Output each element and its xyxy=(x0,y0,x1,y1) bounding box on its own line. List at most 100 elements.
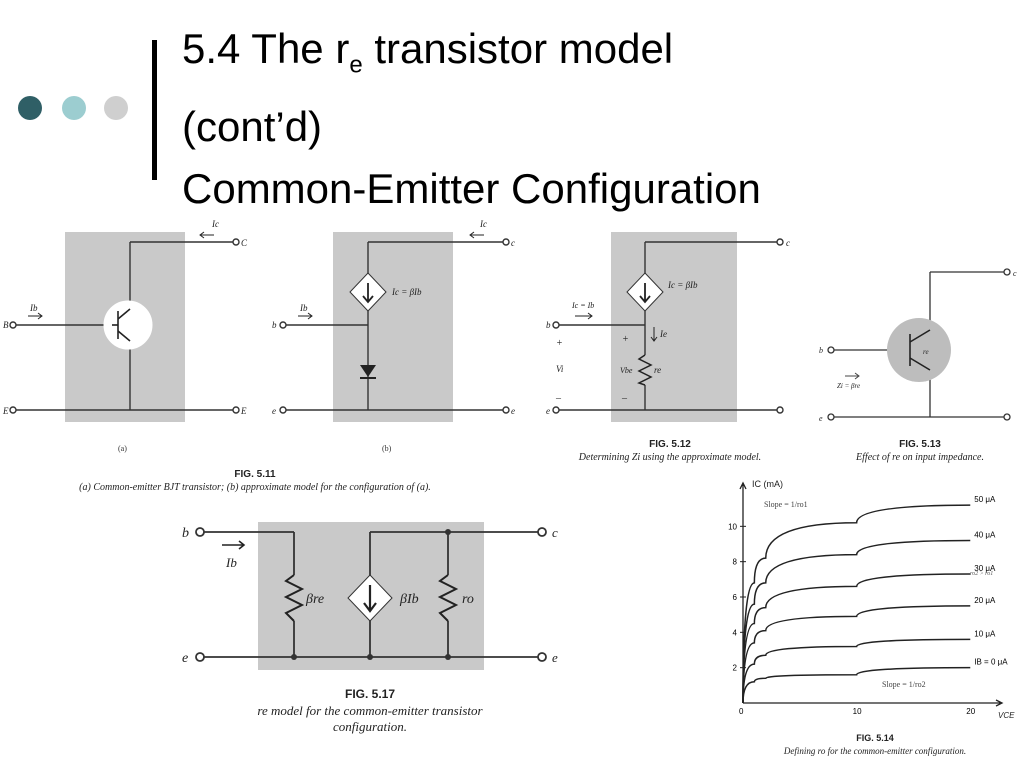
fig-5-12-caption-block: FIG. 5.12 Determining Zi using the appro… xyxy=(550,434,790,463)
series-line xyxy=(742,539,971,704)
fig-5-11-number: FIG. 5.11 xyxy=(234,469,276,480)
fig-5-11-diagram: Ic C Ib B E E Ic c Ic = βIb Ib b e e (a)… xyxy=(2,219,515,453)
fig-5-11b-source-label: Ic = βIb xyxy=(391,287,422,297)
series-label: 30 μA xyxy=(974,564,996,573)
y-tick-label: 4 xyxy=(733,628,738,637)
bullet-dot-1 xyxy=(18,96,42,120)
fig-5-12-ie-ib-label: Ic = Ib xyxy=(571,301,594,310)
fig-5-17-bre-label: βre xyxy=(305,592,324,607)
fig-5-11a-e-label: E xyxy=(2,406,9,416)
fig-5-14-ylabel: IC (mA) xyxy=(752,479,783,489)
title-line-3: Common-Emitter Configuration xyxy=(182,165,761,213)
y-tick-label: 2 xyxy=(733,664,738,673)
series-line xyxy=(742,504,971,704)
fig-5-17-ib-label: Ib xyxy=(225,555,237,570)
fig-5-11a-ic-label: Ic xyxy=(211,219,219,229)
fig-5-11b-e-label: e xyxy=(272,406,276,416)
fig-5-17-ro-label: ro xyxy=(462,592,474,607)
fig-5-11-sub-a: (a) xyxy=(118,444,127,453)
bullet-dot-3 xyxy=(104,96,128,120)
fig-5-14-slope-bottom: Slope = 1/ro2 xyxy=(882,680,926,689)
fig-5-13-caption: Effect of re on input impedance. xyxy=(856,452,984,463)
title-divider xyxy=(152,40,157,180)
fig-5-17-caption-line1: re model for the common-emitter transist… xyxy=(257,703,483,718)
fig-5-13-b-label: b xyxy=(819,346,823,355)
slide-title: 5.4 The re transistor model (cont’d) Com… xyxy=(182,18,761,220)
fig-5-12-plus: + xyxy=(556,338,563,349)
fig-5-17-number: FIG. 5.17 xyxy=(344,687,396,701)
fig-5-11b-e2-label: e xyxy=(511,406,515,416)
fig-5-17-caption-block: FIG. 5.17 re model for the common-emitte… xyxy=(200,685,540,735)
fig-5-12-number: FIG. 5.12 xyxy=(649,439,691,450)
fig-5-13-number: FIG. 5.13 xyxy=(899,439,941,450)
fig-5-17-caption-line2: configuration. xyxy=(332,719,408,734)
fig-5-13-e-label: e xyxy=(819,414,823,423)
series-line xyxy=(742,573,971,704)
fig-5-12-minus-vbe: – xyxy=(621,393,628,404)
fig-5-12-re-label: re xyxy=(654,365,661,375)
fig-5-11b-ib-label: Ib xyxy=(299,303,308,313)
series-label: 40 μA xyxy=(974,530,996,539)
series-label: 10 μA xyxy=(974,629,996,638)
fig-5-12-background xyxy=(611,232,737,422)
fig-5-12-minus: – xyxy=(555,393,562,404)
x-tick-label: 0 xyxy=(739,707,744,716)
fig-5-12-b-label: b xyxy=(546,320,551,330)
fig-5-13-caption-block: FIG. 5.13 Effect of re on input impedanc… xyxy=(830,434,1010,463)
fig-5-13-zi-label: Zi = βre xyxy=(837,382,860,390)
fig-5-11a-c-label: C xyxy=(241,238,248,248)
fig-5-12-caption: Determining Zi using the approximate mod… xyxy=(578,452,762,463)
series-label: IB = 0 μA xyxy=(974,658,1008,667)
fig-5-13-re-label: re xyxy=(923,348,929,356)
series-line xyxy=(742,666,971,704)
transistor-symbol xyxy=(887,318,951,382)
fig-5-17-b-label: b xyxy=(182,526,189,541)
x-tick-label: 10 xyxy=(853,707,862,716)
x-tick-label: 20 xyxy=(966,707,975,716)
fig-5-11a-ib-label: Ib xyxy=(29,303,38,313)
fig-5-11a-b-label: B xyxy=(3,320,9,330)
bullet-dot-2 xyxy=(62,96,86,120)
fig-5-11b-background xyxy=(333,232,453,422)
fig-5-12-c-label: c xyxy=(786,238,790,248)
title-line-1: 5.4 The re transistor model xyxy=(182,25,674,79)
resistor-beta-re xyxy=(283,574,305,622)
transistor-symbol xyxy=(103,300,153,350)
fig-5-11b-b-label: b xyxy=(272,320,277,330)
fig-5-14-xlabel: VCE xyxy=(998,711,1015,720)
fig-5-12-plus-vbe: + xyxy=(622,334,629,345)
fig-5-12-source-label: Ic = βIb xyxy=(667,280,698,290)
fig-5-12-diagram: c Ic = βIb Ic = Ib b + + Vi Vbe re Ie – … xyxy=(546,238,790,416)
fig-5-17-e-label: e xyxy=(182,651,188,666)
fig-5-14-number: FIG. 5.14 xyxy=(856,733,894,743)
resistor-re xyxy=(637,354,653,386)
y-tick-label: 10 xyxy=(728,522,737,531)
fig-5-14-caption: Defining ro for the common-emitter confi… xyxy=(783,746,967,756)
fig-5-14-slope-top: Slope = 1/ro1 xyxy=(764,500,808,509)
fig-5-11b-ic-label: Ic xyxy=(479,219,487,229)
series-label: 50 μA xyxy=(974,495,996,504)
resistor-ro xyxy=(437,574,459,622)
fig-5-11a-e2-label: E xyxy=(240,406,247,416)
fig-5-12-ie-label: Ie xyxy=(659,329,667,339)
fig-5-17-e2-label: e xyxy=(552,650,558,665)
fig-5-12-e-label: e xyxy=(546,406,550,416)
fig-5-17-bib-label: βIb xyxy=(399,592,419,607)
fig-5-13-diagram: c b Zi = βre re e xyxy=(819,268,1017,423)
y-tick-label: 8 xyxy=(733,558,738,567)
fig-5-11-sub-b: (b) xyxy=(382,444,392,453)
series-label: 20 μA xyxy=(974,596,996,605)
series-line xyxy=(742,638,971,704)
fig-5-11b-c-label: c xyxy=(511,238,515,248)
y-tick-label: 6 xyxy=(733,593,738,602)
fig-5-14-chart: IC (mA) VCE Slope = 1/ro1 Slope = 1/ro2 … xyxy=(728,479,1015,720)
fig-5-12-vbe-label: Vbe xyxy=(620,366,633,375)
fig-5-13-c-label: c xyxy=(1013,269,1017,278)
series-line xyxy=(742,605,971,704)
fig-5-14-ro-note: ro2 > ro1 xyxy=(970,571,993,577)
fig-5-11-caption-block: FIG. 5.11 (a) Common-emitter BJT transis… xyxy=(20,464,490,493)
fig-5-14-caption-block: FIG. 5.14 Defining ro for the common-emi… xyxy=(740,728,1010,756)
diode-symbol xyxy=(360,365,376,377)
fig-5-12-vi-label: Vi xyxy=(556,364,564,374)
fig-5-17-c-label: c xyxy=(552,525,558,540)
